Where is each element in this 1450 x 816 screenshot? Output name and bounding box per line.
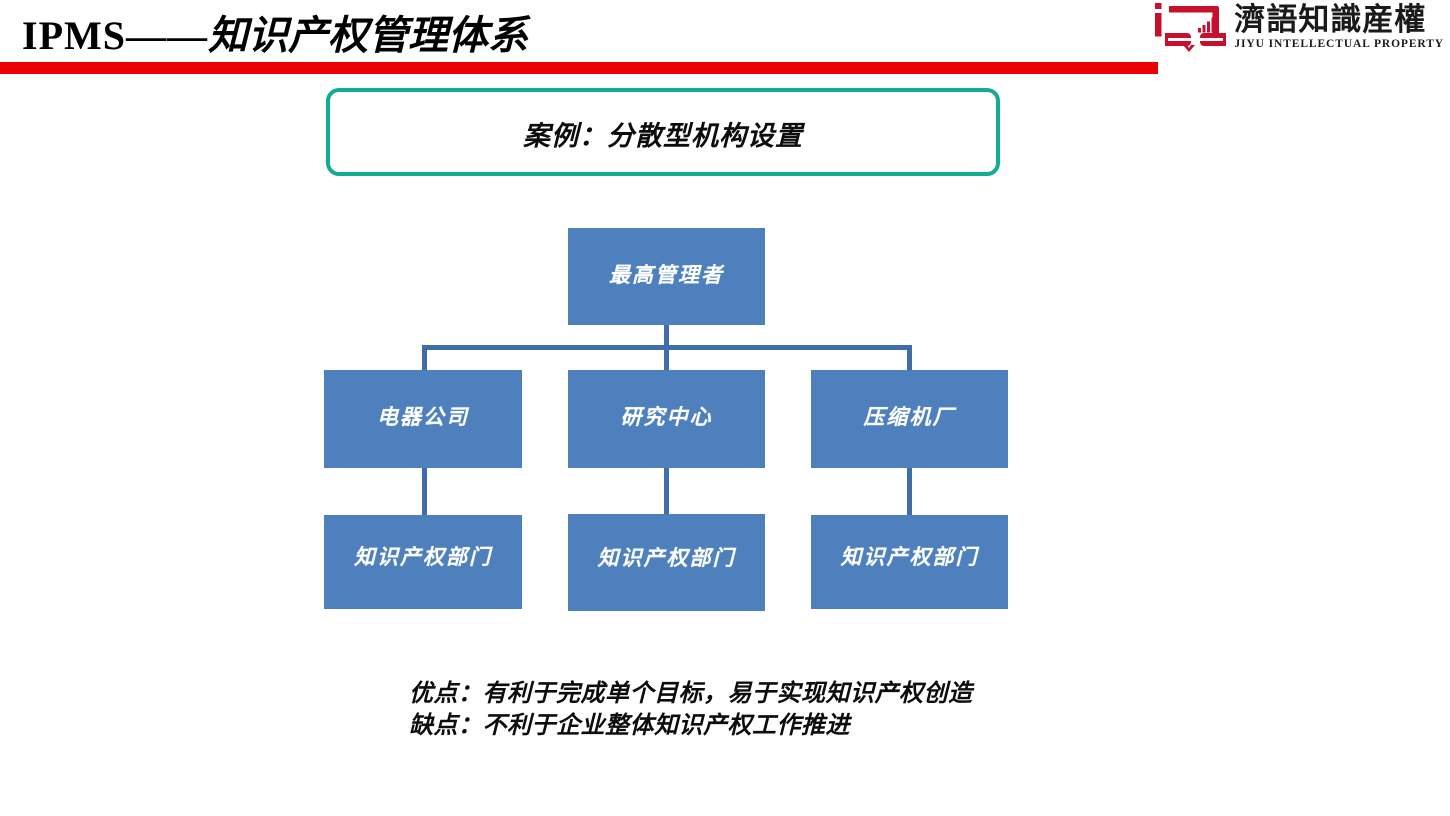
case-title-label: 案例：分散型机构设置 xyxy=(523,121,803,151)
org-node-compressor-factory: 压缩机厂 xyxy=(811,370,1008,468)
org-node-ip-department-3: 知识产权部门 xyxy=(811,515,1008,609)
header-red-rule xyxy=(0,62,1158,74)
org-node-label: 知识产权部门 xyxy=(840,545,979,569)
connector-branch-1-to-dept xyxy=(422,468,427,516)
connector-top-vertical xyxy=(664,325,669,349)
brand-name-en: JIYU INTELLECTUAL PROPERTY xyxy=(1234,38,1444,50)
notes-block: 优点：有利于完成单个目标，易于实现知识产权创造 缺点：不利于企业整体知识产权工作… xyxy=(409,678,973,742)
org-node-research-center: 研究中心 xyxy=(568,370,765,468)
org-node-ip-department-1: 知识产权部门 xyxy=(324,515,522,609)
notes-cons: 缺点：不利于企业整体知识产权工作推进 xyxy=(409,713,850,739)
org-node-label: 知识产权部门 xyxy=(354,545,492,569)
org-node-label: 最高管理者 xyxy=(609,262,724,287)
org-node-top-management: 最高管理者 xyxy=(568,228,765,325)
page-title: IPMS——知识产权管理体系 xyxy=(22,12,528,60)
connector-branch-3-to-dept xyxy=(907,468,912,516)
org-node-ip-department-2: 知识产权部门 xyxy=(568,514,765,611)
brand-logo: 濟語知識産權 JIYU INTELLECTUAL PROPERTY xyxy=(1152,2,1444,54)
notes-pros: 优点：有利于完成单个目标，易于实现知识产权创造 xyxy=(409,681,973,707)
org-node-label: 压缩机厂 xyxy=(863,405,956,429)
page-title-latin: IPMS xyxy=(22,13,126,58)
page-title-dash: —— xyxy=(126,13,208,58)
org-node-label: 电器公司 xyxy=(377,405,469,429)
connector-branch-2-to-dept xyxy=(664,468,669,516)
page-title-cn: 知识产权管理体系 xyxy=(208,13,528,58)
connector-to-branch-3 xyxy=(907,345,912,371)
case-title-box: 案例：分散型机构设置 xyxy=(326,88,1000,176)
brand-name-cn: 濟語知識産權 xyxy=(1234,2,1427,37)
org-node-label: 研究中心 xyxy=(620,405,713,429)
open-book-chart-icon xyxy=(1155,3,1227,52)
connector-to-branch-1 xyxy=(422,345,427,371)
brand-logo-text: 濟語知識産權 JIYU INTELLECTUAL PROPERTY xyxy=(1234,2,1444,51)
connector-to-branch-2 xyxy=(664,345,669,371)
org-node-label: 知识产权部门 xyxy=(597,545,736,570)
org-node-electric-company: 电器公司 xyxy=(324,370,522,468)
